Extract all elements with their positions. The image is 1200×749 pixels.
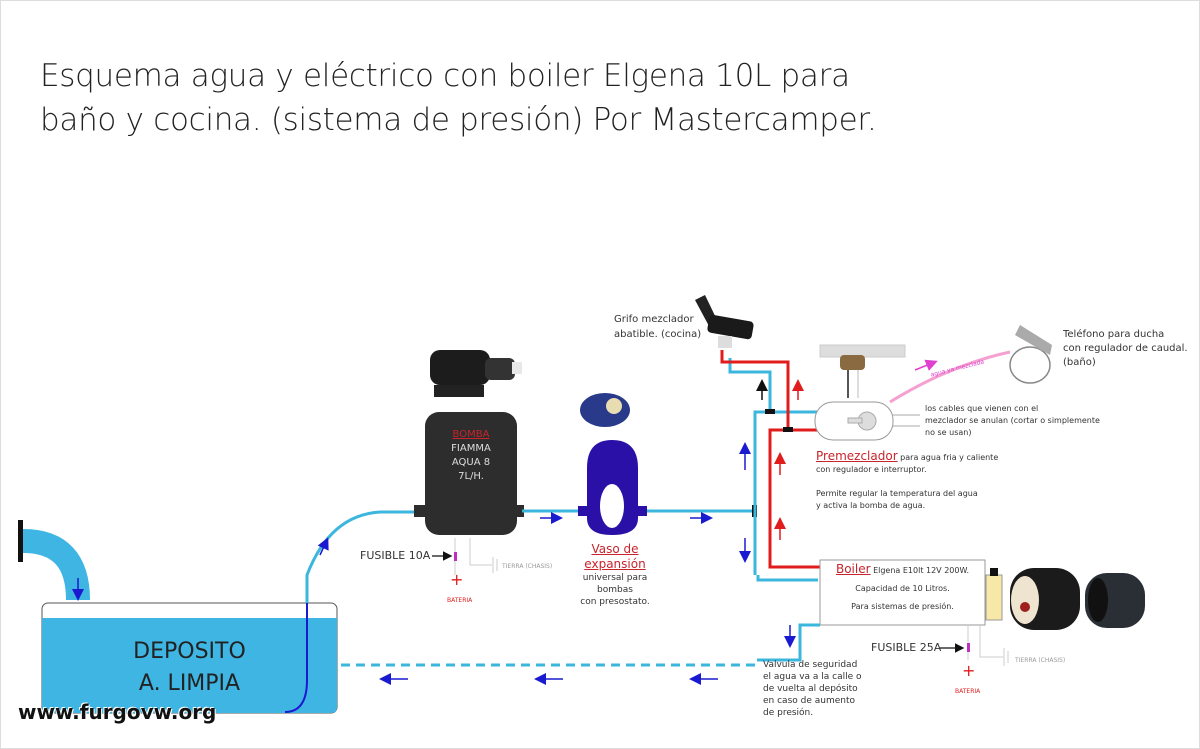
shower-label: Teléfono para ducha con regulador de cau… <box>1063 329 1188 368</box>
safety-valve-label: Valvula de seguridad el agua va a la cal… <box>763 660 862 718</box>
diagram-title: Esquema agua y eléctrico con boiler Elge… <box>40 58 877 138</box>
pump-battery-plus: + <box>450 570 464 589</box>
shower-photo <box>1009 325 1052 384</box>
pump-photo <box>430 350 522 397</box>
cold-water-pipe <box>753 410 818 575</box>
boiler-box <box>819 559 986 626</box>
pump-battery-label: BATERIA <box>447 597 473 604</box>
boiler-label: Boiler Elgena E10lt 12V 200W. Capacidad … <box>835 562 970 611</box>
pump-fuse-label: FUSIBLE 10A <box>360 549 431 562</box>
boiler-ground-label: TIERRA (CHASIS) <box>1015 657 1066 664</box>
expansion-vessel-label: Vaso de expansión universal para bombas … <box>580 542 650 607</box>
pump-body <box>425 412 517 535</box>
boiler-battery-plus: + <box>962 661 976 680</box>
faucet-label: Grifo mezclador abatible. (cocina) <box>614 314 702 340</box>
watermark: www.furgovw.org <box>18 700 217 724</box>
premixer-label: Premezclador para agua fria y caliente c… <box>816 449 999 510</box>
tank-inlet-pipe <box>18 520 90 601</box>
pipe-tank-to-pump <box>305 510 420 603</box>
pump-label: BOMBA FIAMMA AQUA 8 7L/H. <box>451 429 491 482</box>
expansion-vessel <box>578 393 647 535</box>
water-tank <box>41 602 338 714</box>
hot-water-pipe <box>768 428 820 569</box>
boiler-photo <box>1010 568 1145 630</box>
tank-label: DEPOSITO A. LIMPIA <box>133 639 246 696</box>
kitchen-faucet-photo <box>695 295 754 348</box>
boiler-battery-label: BATERIA <box>955 688 981 695</box>
cables-note: los cables que vienen con el mezclador s… <box>925 404 1100 437</box>
boiler-fuse-label: FUSIBLE 25A <box>871 641 942 654</box>
premixer <box>814 344 920 441</box>
pump-ground-label: TIERRA (CHASIS) <box>502 563 553 570</box>
